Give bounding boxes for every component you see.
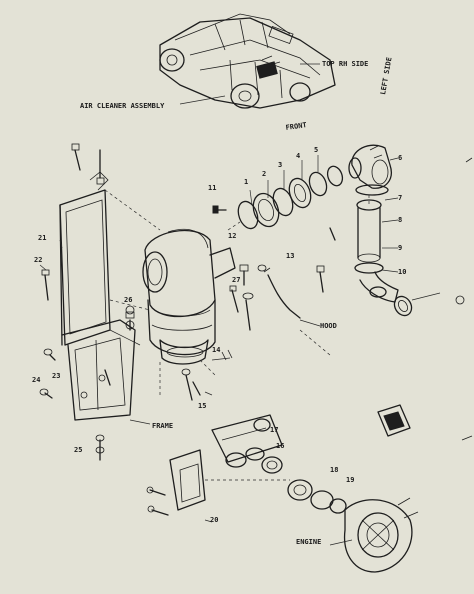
callout-14: 14 xyxy=(212,346,220,354)
frame-label: FRAME xyxy=(152,422,173,430)
air-cleaner-housing xyxy=(125,228,236,395)
callout-5: 5 xyxy=(314,146,318,154)
callout-9: 9 xyxy=(398,244,402,252)
callout-2: 2 xyxy=(262,170,266,178)
callout-3: 3 xyxy=(278,161,282,169)
hood-hardware xyxy=(229,264,331,356)
callout-leaders xyxy=(39,155,399,523)
misc-hardware xyxy=(181,157,473,441)
rubber-mount xyxy=(377,404,411,437)
front-view-label: FRONT xyxy=(285,121,307,132)
callout-16: 16 xyxy=(276,442,284,450)
callout-18: 18 xyxy=(330,466,338,474)
elbow-pipe xyxy=(348,144,441,317)
callout-17: 17 xyxy=(270,426,278,434)
callout-23: 23 xyxy=(52,372,60,380)
mounting-bracket xyxy=(59,171,161,421)
callout-4: 4 xyxy=(296,152,300,160)
engine-turbo xyxy=(287,479,419,573)
callout-1: 1 xyxy=(244,178,248,186)
callout-15: 15 xyxy=(198,402,206,410)
callout-22: 22 xyxy=(34,256,42,264)
callout-7: 7 xyxy=(398,194,402,202)
callout-20: 20 xyxy=(210,516,218,524)
callout-24: 24 xyxy=(32,376,40,384)
callout-25: 25 xyxy=(74,446,82,454)
callout-27: 27 xyxy=(232,276,240,284)
callout-19: 19 xyxy=(346,476,354,484)
callout-21: 21 xyxy=(38,234,46,242)
engine-label: ENGINE xyxy=(296,538,321,546)
callout-6: 6 xyxy=(398,154,402,162)
callout-13: 13 xyxy=(286,252,294,260)
clamp-series xyxy=(212,165,344,231)
callout-11: 11 xyxy=(208,184,216,192)
callout-10: 10 xyxy=(398,268,406,276)
callout-12: 12 xyxy=(228,232,236,240)
left-hardware xyxy=(39,143,135,461)
left-side-label: LEFT SIDE xyxy=(379,57,393,96)
callout-8: 8 xyxy=(398,216,402,224)
machine-overview xyxy=(159,13,336,109)
callout-26: 26 xyxy=(124,296,132,304)
top-right-label: TOP RH SIDE xyxy=(322,60,368,68)
hood-label: HOOD xyxy=(320,322,337,330)
air-cleaner-assembly-label: AIR CLEANER ASSEMBLY xyxy=(80,102,165,110)
lower-bracket xyxy=(146,414,290,516)
